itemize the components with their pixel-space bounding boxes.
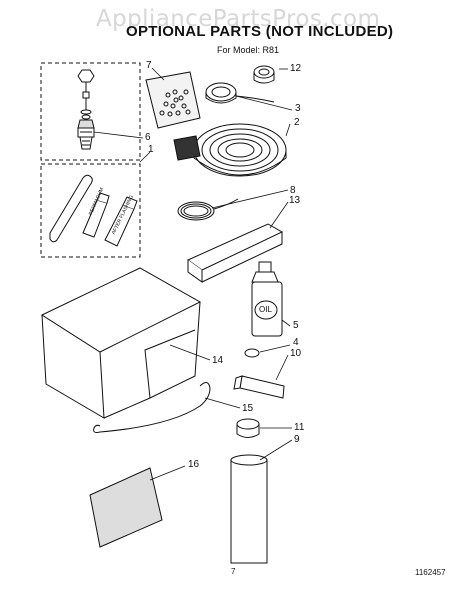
sealant-kit-box (40, 163, 141, 258)
cap-part (244, 348, 260, 358)
callout-12: 12 (290, 63, 302, 74)
aerosol-can-part (230, 454, 268, 564)
foam-tape-roll-part (205, 82, 275, 104)
callout-2: 2 (294, 117, 300, 128)
filter-part (89, 467, 163, 548)
sealant-kit-part (49, 174, 138, 247)
valve-assembly-part (77, 69, 95, 150)
oil-bottle-part (251, 261, 283, 337)
oil-bottle-label: OIL (259, 305, 272, 314)
foam-block-part (187, 223, 284, 283)
tape-roll-small-part (253, 65, 275, 84)
tie-cord-part (93, 382, 211, 433)
callout-10: 10 (290, 348, 302, 359)
watermark-text: AppliancePartsPros.com (96, 6, 381, 32)
valve-kit-box (40, 62, 141, 161)
model-label: For Model: R81 (217, 45, 280, 55)
sealant-can-part (236, 418, 260, 438)
callout-15: 15 (242, 403, 254, 414)
callout-5: 5 (293, 320, 299, 331)
callout-4: 4 (293, 337, 299, 348)
callout-13: 13 (289, 195, 301, 206)
callout-3: 3 (295, 103, 301, 114)
callout-16: 16 (188, 459, 200, 470)
page-number: 7 (231, 567, 236, 576)
adhesive-tube-part (233, 375, 285, 399)
callout-9: 9 (294, 434, 300, 445)
screw-bag-part (145, 71, 201, 129)
callout-7: 7 (146, 60, 152, 71)
seal-strip-coil-part (173, 123, 287, 177)
callout-8: 8 (290, 185, 296, 196)
callout-11: 11 (294, 422, 305, 433)
page-title: OPTIONAL PARTS (NOT INCLUDED) (126, 23, 394, 40)
callout-6: 6 (145, 132, 151, 143)
callout-14: 14 (212, 355, 224, 366)
document-code: 1162457 (415, 568, 446, 577)
cover-part (40, 267, 202, 419)
drain-hose-part (177, 198, 239, 221)
leader-lines (93, 67, 293, 481)
callout-1: 1 (148, 144, 154, 155)
